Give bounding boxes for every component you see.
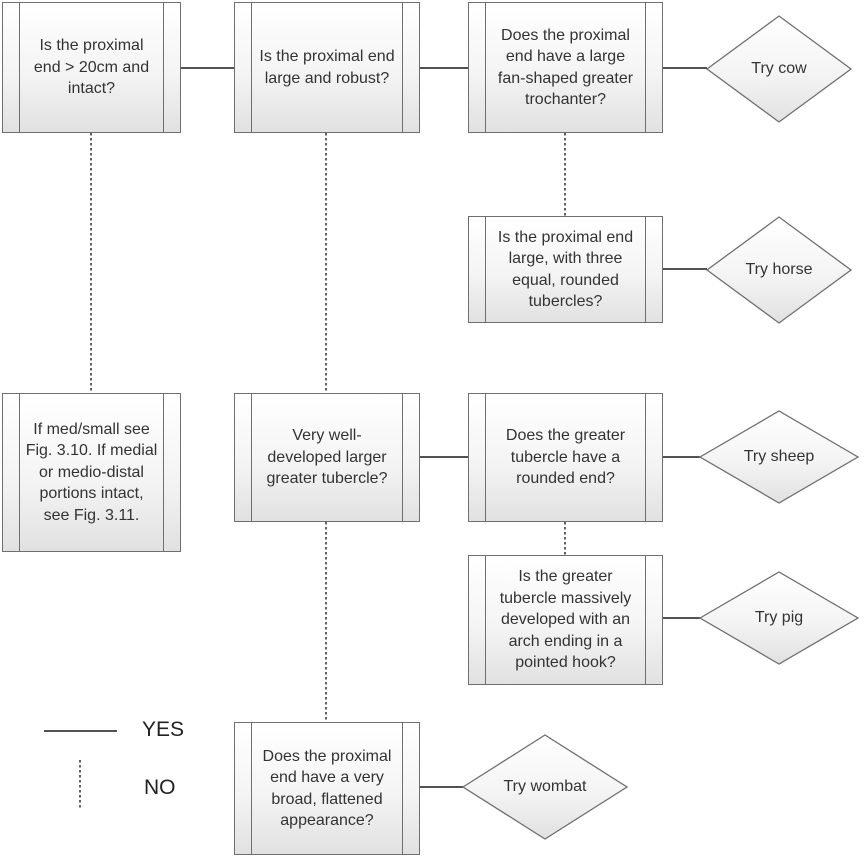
question-text: Does the proximal end have a very broad,… — [262, 747, 392, 830]
question-text: Is the proximal end > 20cm and intact? — [33, 37, 150, 98]
question-text: Does the proximal end have a large fan-s… — [497, 26, 634, 109]
outcome-diamond-sheep — [698, 410, 860, 504]
question-box-fan-trochanter: Does the proximal end have a large fan-s… — [468, 2, 663, 133]
outcome-diamond-horse — [705, 216, 853, 324]
question-box-three-tubercles: Is the proximal end large, with three eq… — [468, 216, 663, 323]
question-text: Very well-developed larger greater tuber… — [266, 427, 388, 488]
question-box-pointed-hook: Is the greater tubercle massively develo… — [468, 555, 663, 685]
outcome-label-pig: Try pig — [754, 609, 804, 626]
question-text: Is the proximal end large, with three eq… — [497, 228, 634, 311]
question-box-rounded-end: Does the greater tubercle have a rounded… — [468, 393, 663, 522]
legend-no-label: NO — [144, 776, 176, 799]
outcome-label-horse: Try horse — [745, 261, 813, 278]
question-box-broad-flattened: Does the proximal end have a very broad,… — [234, 722, 420, 855]
outcome-label-cow: Try cow — [751, 60, 807, 77]
outcome-diamond-cow — [705, 15, 853, 123]
note-box-see-figures: If med/small see Fig. 3.10. If medial or… — [2, 393, 181, 552]
question-text: Does the greater tubercle have a rounded… — [505, 427, 626, 488]
outcome-diamond-pig — [698, 571, 860, 665]
outcome-diamond-wombat — [461, 734, 629, 840]
legend-yes-label: YES — [142, 718, 185, 741]
outcome-label-sheep: Try sheep — [743, 448, 815, 465]
note-text: If med/small see Fig. 3.10. If medial or… — [25, 420, 158, 524]
question-text: Is the proximal end large and robust? — [259, 48, 395, 87]
question-text: Is the greater tubercle massively develo… — [499, 568, 632, 672]
outcome-label-wombat: Try wombat — [503, 778, 587, 795]
question-box-proximal-over-20cm: Is the proximal end > 20cm and intact? — [2, 2, 181, 133]
question-box-greater-tubercle: Very well-developed larger greater tuber… — [234, 393, 420, 522]
question-box-large-robust: Is the proximal end large and robust? — [234, 2, 420, 133]
